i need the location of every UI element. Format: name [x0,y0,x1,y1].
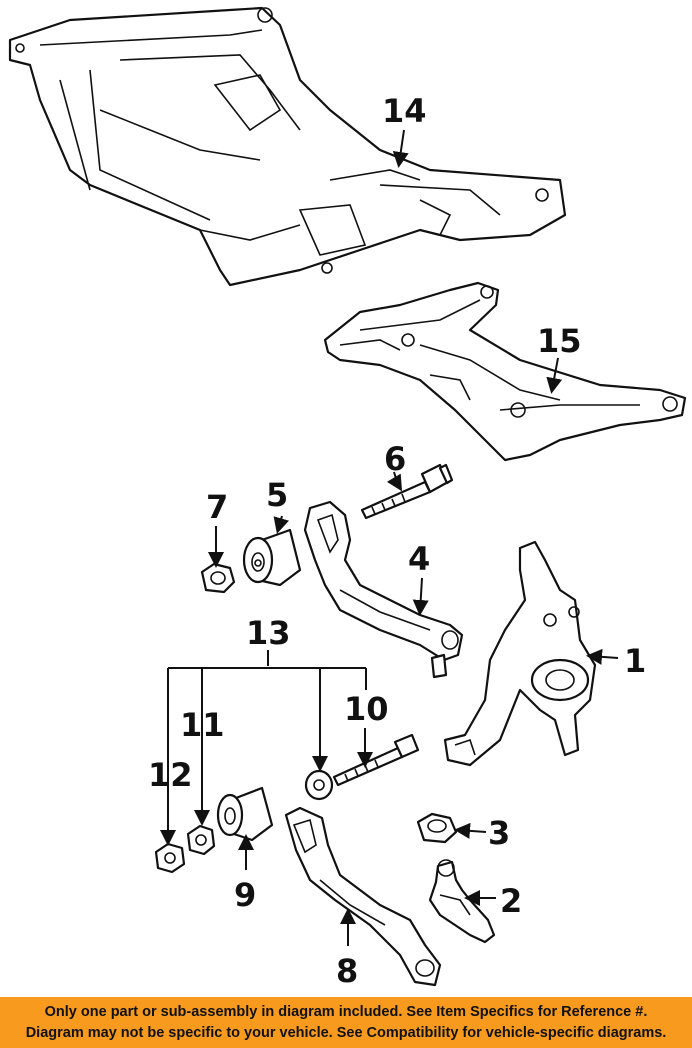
callout-15: 15 [537,322,582,360]
parts-diagram: 14 15 6 5 7 4 1 13 10 11 12 3 2 9 8 [8,6,687,990]
disclaimer-line-2: Diagram may not be specific to your vehi… [25,1024,667,1041]
crossmember-part-15 [323,281,687,462]
callout-8: 8 [336,952,358,990]
nut-part-11 [186,824,216,856]
callout-7: 7 [206,488,228,526]
front-subframe-part-14 [8,6,567,287]
nut-part-12 [154,842,186,874]
callout-3: 3 [488,814,510,852]
bushing-part-9 [216,786,274,842]
ball-joint-part-2 [428,859,496,944]
control-arm-part-8 [284,806,442,987]
bolt-part-10 [332,733,420,787]
callout-9: 9 [234,876,256,914]
callout-10: 10 [344,690,389,728]
callout-13: 13 [246,614,291,652]
callout-6: 6 [384,440,406,478]
disclaimer-line-1: Only one part or sub-assembly in diagram… [44,1003,648,1020]
callout-5: 5 [266,476,288,514]
leader-lines [160,129,619,946]
nut-part-7 [200,562,236,594]
callout-4: 4 [408,540,430,578]
washer-part-13 [304,769,334,801]
bushing-part-5 [242,528,302,587]
callout-12: 12 [148,756,193,794]
callout-1: 1 [624,642,646,680]
nut-part-3 [416,812,458,844]
callout-11: 11 [180,706,225,744]
callout-14: 14 [382,92,427,130]
callout-2: 2 [500,882,522,920]
control-arm-part-4 [303,500,464,679]
disclaimer-banner: Only one part or sub-assembly in diagram… [0,997,692,1048]
steering-knuckle-part-1 [443,540,597,767]
bolt-part-6 [360,463,454,520]
